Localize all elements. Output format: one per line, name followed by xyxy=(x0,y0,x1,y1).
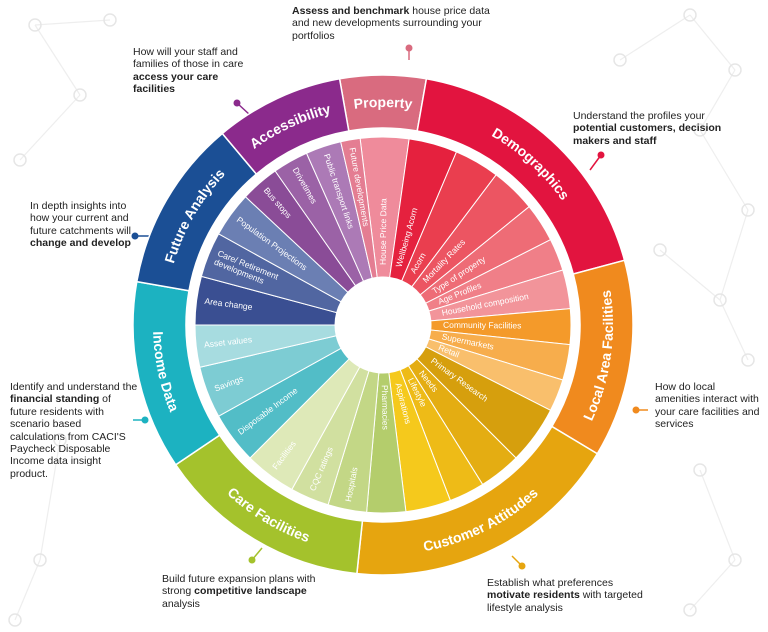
callout-customer-attitudes: Establish what preferences motivate resi… xyxy=(487,577,652,614)
segment-label: Pharmacies xyxy=(380,385,391,430)
segment-label: House Price Data xyxy=(378,198,389,265)
connector-dot-demographics xyxy=(597,151,605,159)
callout-property: Assess and benchmark house price data an… xyxy=(292,5,492,42)
connector-dot-local-area-facilities xyxy=(632,406,640,414)
callout-demographics: Understand the profiles your potential c… xyxy=(573,110,751,147)
connector-dot-care-facilities xyxy=(248,556,256,564)
category-label-property: Property xyxy=(353,94,414,112)
callout-text: motivate residents xyxy=(487,589,580,602)
callout-text: In depth insights into how your current … xyxy=(30,200,131,237)
callout-care-facilities: Build future expansion plans with strong… xyxy=(162,573,332,610)
center-hole xyxy=(335,277,431,373)
callout-text: Identify and understand the xyxy=(10,381,138,393)
callout-text: analysis xyxy=(162,597,200,610)
callout-text: access your care facilities xyxy=(133,70,219,96)
callout-text: with targeted lifestyle analysis xyxy=(487,589,643,614)
callout-local-area-facilities: How do local amenities interact with you… xyxy=(655,381,760,431)
callout-connectors xyxy=(131,44,648,570)
callout-text: Build future expansion plans with strong xyxy=(162,573,316,598)
callout-text: of future residents with scenario based … xyxy=(10,393,126,480)
callout-text: Assess and benchmark xyxy=(292,5,410,17)
callout-text: financial standing xyxy=(10,393,100,406)
connector-dot-customer-attitudes xyxy=(518,562,526,570)
connector-dot-income-data xyxy=(141,416,149,424)
callout-income-data: Identify and understand the financial st… xyxy=(10,381,138,480)
callout-text: change and develop xyxy=(30,237,131,250)
callout-text: How will your staff and families of thos… xyxy=(133,46,244,71)
connector-dot-accessibility xyxy=(233,99,241,107)
callout-text: Understand the profiles your xyxy=(573,110,705,122)
background-network-pattern xyxy=(8,8,755,627)
callout-accessibility: How will your staff and families of thos… xyxy=(133,46,263,96)
callout-future-analysis: In depth insights into how your current … xyxy=(30,200,135,250)
callout-text: potential customers, decision makers and… xyxy=(573,122,722,147)
callout-text: house price data and new developments su… xyxy=(292,5,490,42)
callout-text: competitive landscape xyxy=(194,585,307,598)
callout-text: How do local amenities interact with you… xyxy=(655,381,760,431)
category-arc-accessibility xyxy=(221,77,350,176)
segment-label: Community Facilities xyxy=(443,320,521,331)
connector-dot-future-analysis xyxy=(131,232,139,240)
connector-dot-property xyxy=(405,44,413,52)
callout-text: Establish what preferences xyxy=(487,577,614,589)
